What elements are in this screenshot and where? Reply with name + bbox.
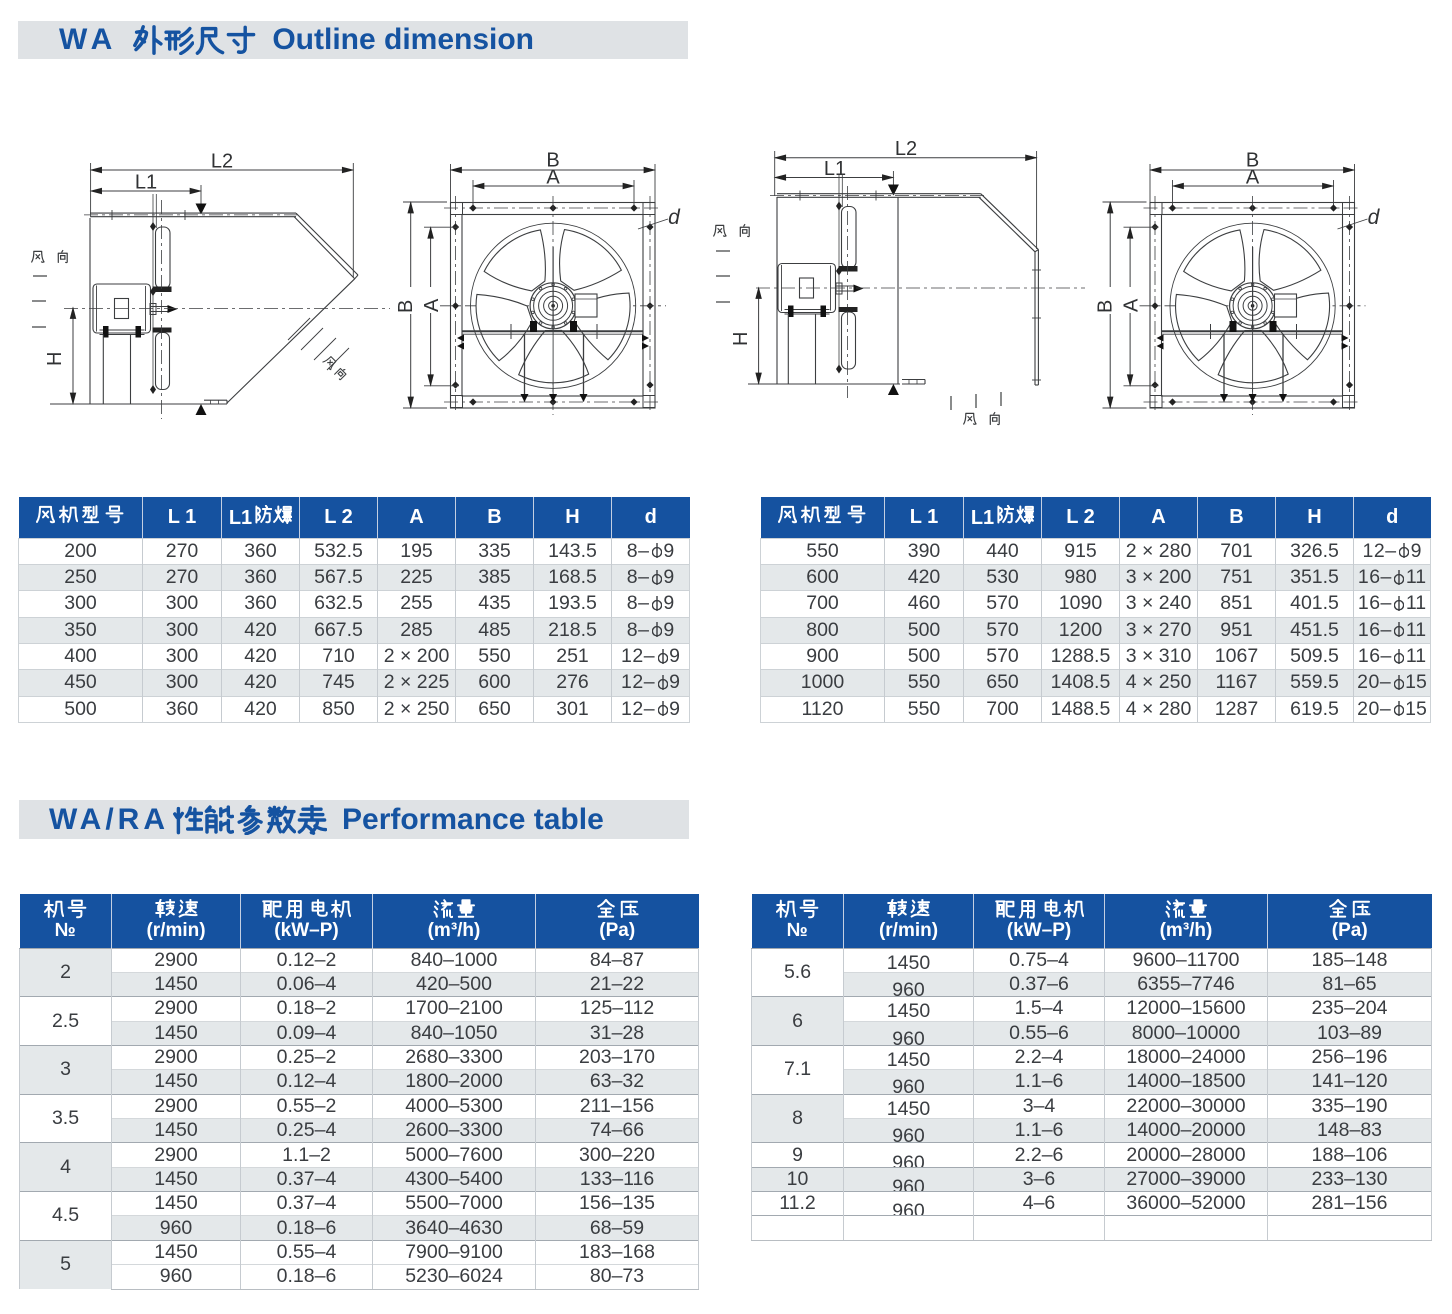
svg-text:A: A bbox=[546, 167, 560, 189]
svg-text:L1: L1 bbox=[824, 158, 846, 180]
svg-text:A: A bbox=[421, 298, 443, 312]
svg-text:L2: L2 bbox=[211, 151, 233, 173]
svg-text:H: H bbox=[730, 332, 752, 346]
svg-text:B: B bbox=[395, 300, 417, 313]
svg-text:H: H bbox=[44, 352, 66, 366]
svg-text:L1: L1 bbox=[135, 172, 157, 194]
svg-text:d: d bbox=[668, 206, 681, 229]
svg-text:L2: L2 bbox=[895, 138, 917, 160]
svg-text:B: B bbox=[546, 150, 559, 172]
